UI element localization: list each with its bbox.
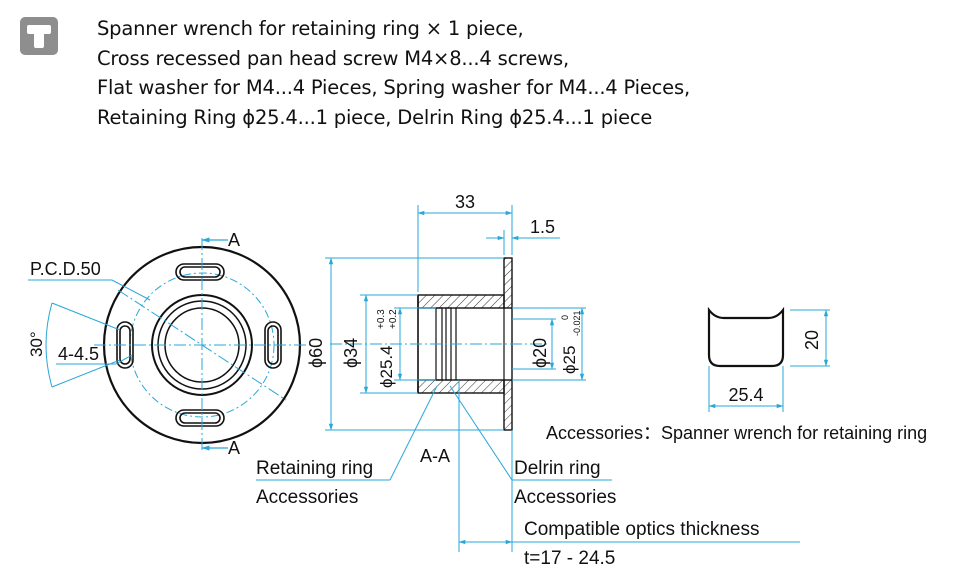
section-label: A-A — [420, 446, 450, 466]
delrin-ring-accessories: Accessories — [514, 487, 616, 508]
tool-icon — [20, 17, 58, 55]
dim-phi20: ϕ20 — [530, 338, 550, 368]
description-line: Cross recessed pan head screw M4×8...4 s… — [97, 46, 569, 70]
description-line: Flat washer for M4...4 Pieces, Spring wa… — [97, 76, 690, 99]
description-line: Spanner wrench for retaining ring × 1 pi… — [97, 17, 524, 40]
optics-label: Compatible optics thickness — [524, 519, 760, 540]
dim-phi25-tol-upper: 0 — [560, 315, 570, 320]
hole-label: 4-4.5 — [58, 344, 99, 364]
section-mark-bottom: A — [228, 438, 240, 458]
wrench-dim-width: 25.4 — [728, 385, 763, 405]
angle-label: 30° — [27, 331, 46, 357]
retaining-ring-label: Retaining ring — [256, 458, 373, 479]
delrin-ring-label: Delrin ring — [514, 458, 601, 479]
pcd-label: P.C.D.50 — [30, 259, 101, 279]
section-mark-top: A — [228, 230, 240, 250]
wrench-view: 20 25.4 Accessories：Spanner wrench for r… — [546, 306, 927, 443]
wrench-dim-height: 20 — [802, 330, 822, 350]
dim-phi60: ϕ60 — [306, 338, 326, 368]
wrench-caption: Accessories：Spanner wrench for retaining… — [546, 423, 927, 443]
front-view: A A P.C.D.50 30° 4-4.5 — [27, 230, 312, 458]
optics-value: t=17 - 24.5 — [524, 548, 615, 569]
dim-phi25: ϕ25 — [560, 346, 579, 374]
description-line: Retaining Ring ϕ25.4...1 piece, Delrin R… — [97, 105, 653, 129]
dim-phi25-4: ϕ25.4 — [377, 345, 396, 388]
dim-flange: 1.5 — [530, 217, 555, 237]
dim-length: 33 — [455, 192, 475, 212]
dim-phi25-tol-lower: -0.021 — [572, 310, 582, 336]
dim-phi25-4-tol-upper: +0.3 — [376, 309, 387, 329]
dim-phi34: ϕ34 — [341, 338, 361, 368]
dim-phi25-4-tol-lower: +0.2 — [388, 309, 399, 329]
retaining-ring-accessories: Accessories — [256, 487, 358, 508]
section-view: 33 1.5 ϕ60 ϕ34 ϕ25.4 +0.3 +0.2 ϕ20 ϕ25 0 — [256, 192, 800, 569]
accessories-description: Spanner wrench for retaining ring × 1 pi… — [97, 14, 690, 132]
